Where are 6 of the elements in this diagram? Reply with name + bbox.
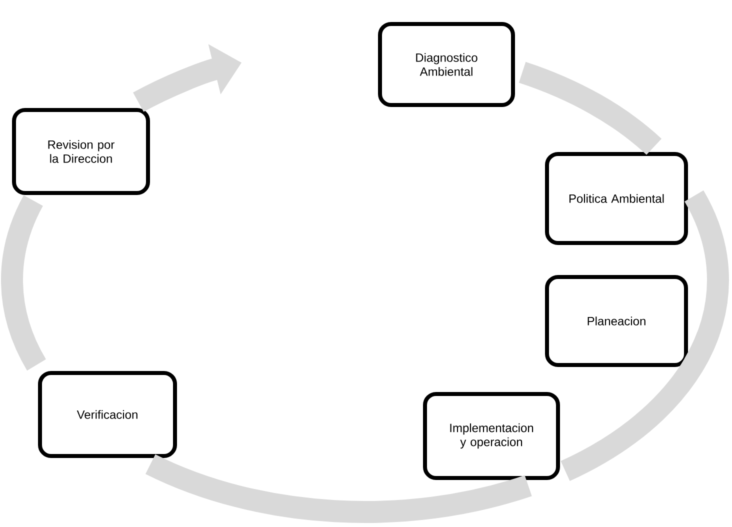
step-box: Diagnostico Ambiental [378, 22, 515, 107]
step-box: Implementacion y operacion [423, 392, 560, 480]
step-box: Verificacion [38, 370, 177, 458]
step-box: Politica Ambiental [545, 152, 688, 245]
step-box: Revision por la Direccion [12, 108, 150, 195]
step-box: Planeacion [545, 275, 688, 367]
